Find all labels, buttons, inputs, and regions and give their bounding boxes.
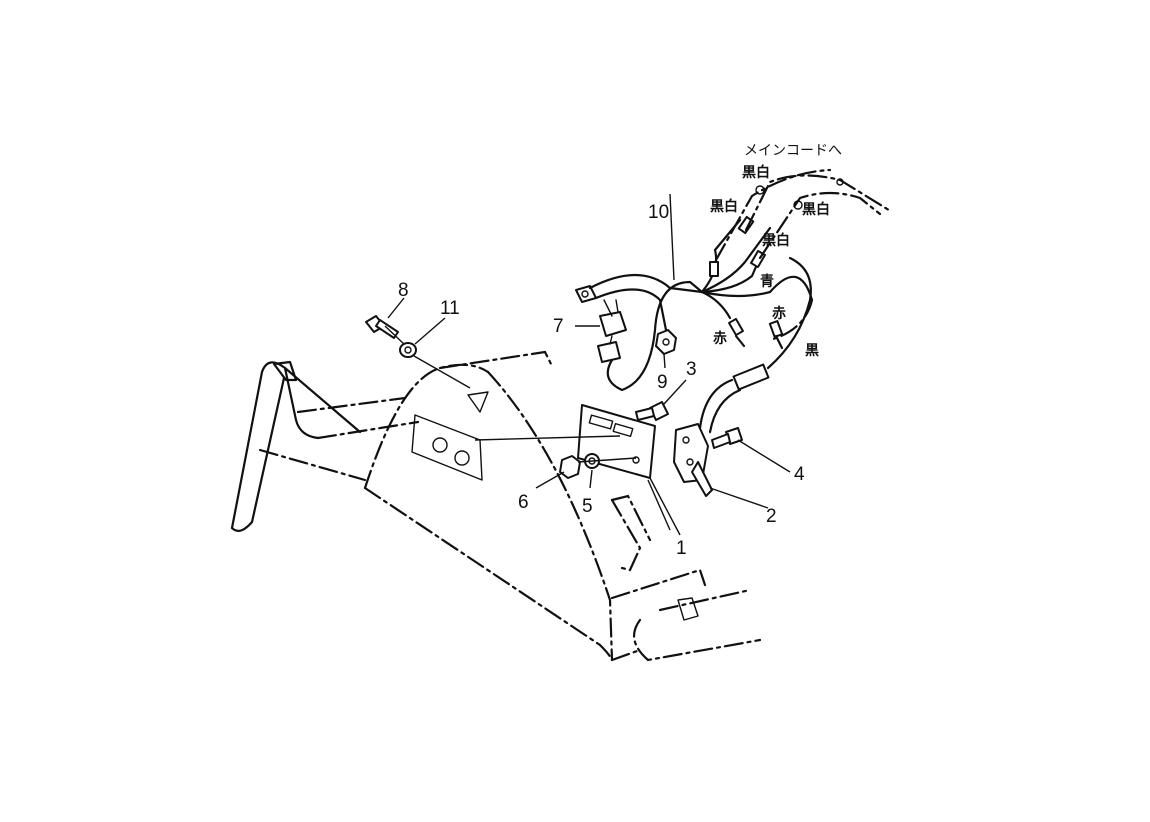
label-black: 黒 [805, 343, 819, 359]
label-black-white-4: 黒白 [762, 232, 790, 249]
relay-part [597, 299, 627, 363]
callout-1: 1 [676, 538, 687, 559]
callout-3: 3 [686, 359, 697, 380]
bolt-3 [635, 401, 669, 421]
bolt-8 [365, 315, 406, 346]
callout-5: 5 [582, 496, 593, 517]
callout-10: 10 [648, 202, 669, 223]
bolt-4 [711, 427, 743, 449]
callout-7: 7 [553, 316, 564, 337]
handle-frame [230, 360, 420, 532]
console-housing [363, 350, 762, 662]
label-black-white-2: 黒白 [710, 198, 738, 215]
nut-9 [655, 329, 677, 355]
label-black-white-3: 黒白 [802, 201, 830, 218]
callout-4: 4 [794, 464, 805, 485]
washer-11 [399, 342, 471, 389]
callout-8: 8 [398, 280, 409, 301]
callout-9: 9 [657, 372, 668, 393]
callout-leaders [387, 193, 791, 531]
callout-6: 6 [518, 492, 529, 513]
label-red-1: 赤 [713, 331, 727, 347]
label-main-cord: メインコードへ [744, 143, 842, 159]
callout-11: 11 [440, 298, 460, 319]
switch-part [673, 256, 812, 497]
wire-harness [575, 168, 894, 392]
callout-2: 2 [766, 506, 777, 527]
label-black-white-1: 黒白 [742, 164, 770, 181]
label-red-2: 赤 [772, 306, 786, 322]
label-blue: 青 [760, 273, 774, 290]
nut-6 [559, 455, 637, 479]
